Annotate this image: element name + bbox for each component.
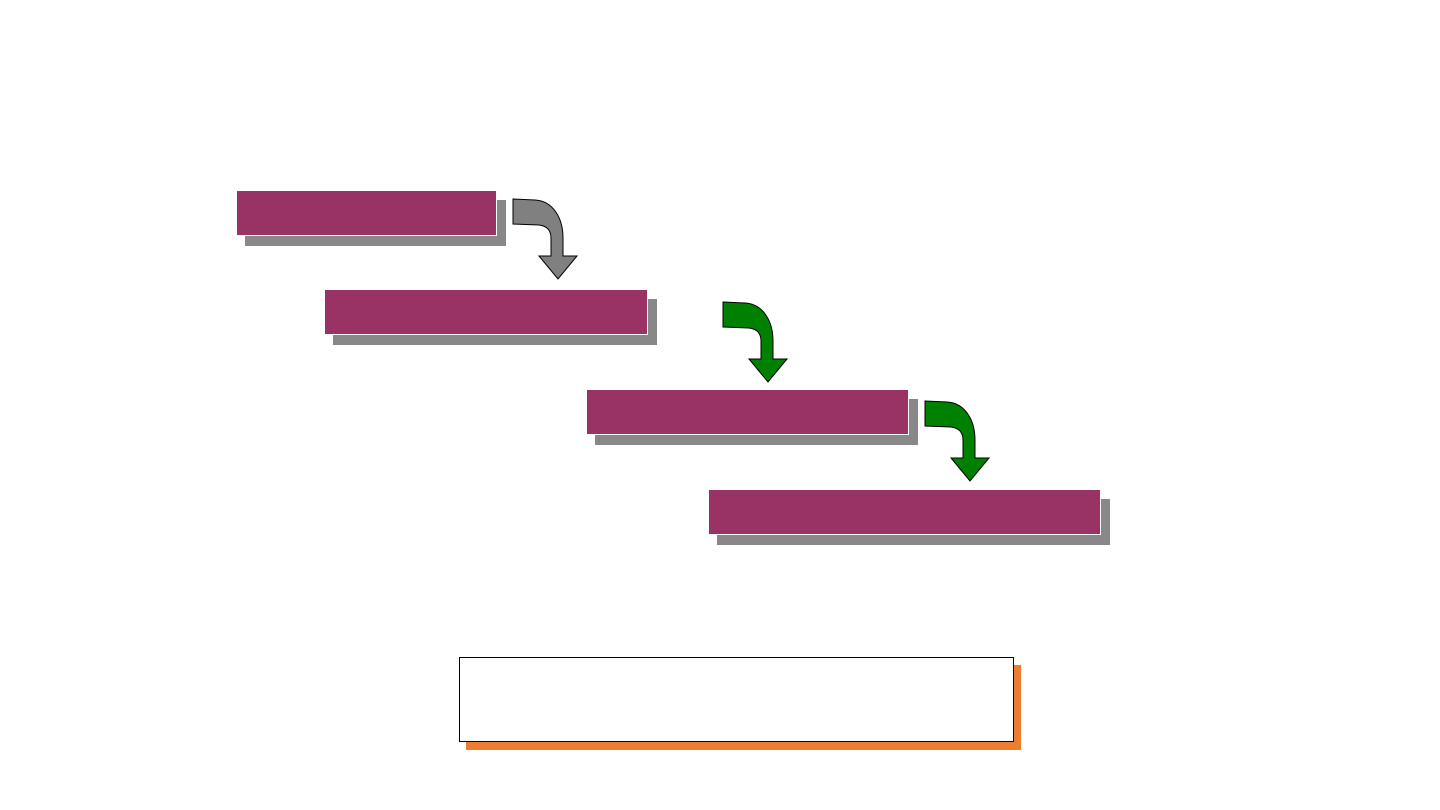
step-label [236,190,497,236]
step-box-1 [236,190,506,246]
curved-down-arrow-icon [512,198,579,280]
note-box [459,657,1021,750]
step-box-4 [708,489,1110,545]
step-box-2 [324,289,657,345]
step-label [324,289,648,335]
step-label [708,489,1101,535]
step-label [586,389,909,435]
note-text [459,657,1014,742]
curved-down-arrow-icon [722,301,789,383]
step-box-3 [586,389,918,445]
curved-down-arrow-icon [924,400,991,482]
